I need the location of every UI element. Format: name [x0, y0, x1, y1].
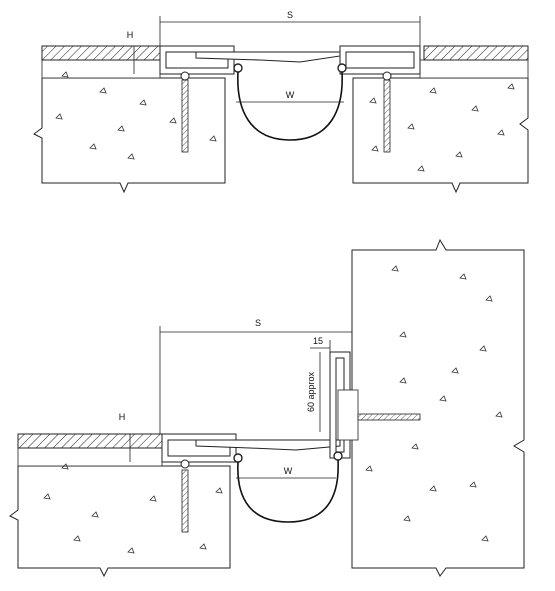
top-aggregate — [55, 71, 515, 172]
top-left-screed — [41, 59, 161, 79]
bottom-screed — [17, 447, 163, 467]
bottom-dim-h-label: H — [119, 412, 126, 422]
bottom-dim-s-label: S — [255, 318, 261, 328]
top-dim-w-label: W — [286, 90, 295, 100]
bottom-dim-60-label: 60 approx — [306, 371, 316, 412]
top-left-concrete-slab — [33, 77, 226, 194]
bottom-floor-anchor — [181, 469, 189, 533]
bottom-floor-finish — [17, 433, 163, 449]
top-right-floor-finish — [423, 45, 529, 61]
top-right-gasket — [337, 63, 347, 73]
bottom-dim-w-label: W — [284, 466, 293, 476]
bottom-dim-15-label: 15 — [313, 336, 323, 346]
bottom-wall — [351, 238, 525, 577]
top-dim-h-label: H — [127, 30, 134, 40]
top-left-floor-finish — [41, 45, 161, 61]
bottom-detail: S 15 60 approx H W — [9, 238, 525, 578]
top-detail: S H W — [33, 10, 529, 194]
bottom-cover-plate — [195, 439, 341, 451]
top-left-profile — [159, 45, 235, 75]
top-left-gasket — [233, 63, 243, 73]
top-left-anchor — [181, 79, 189, 153]
bottom-membrane-loop — [237, 459, 339, 523]
top-right-anchor — [383, 79, 391, 153]
bottom-wall-anchor — [357, 413, 421, 421]
bottom-left-gasket — [233, 453, 243, 463]
top-right-profile — [339, 45, 421, 75]
bottom-right-gasket — [333, 451, 343, 461]
bottom-floor-profile — [161, 433, 237, 463]
bottom-aggregate — [43, 265, 503, 554]
top-right-screed — [419, 59, 529, 79]
top-right-concrete-slab — [352, 77, 529, 194]
top-membrane-loop — [237, 71, 343, 141]
top-dim-s-label: S — [287, 10, 293, 20]
bottom-floor-slab — [9, 465, 231, 578]
top-cover-plate — [195, 51, 341, 63]
